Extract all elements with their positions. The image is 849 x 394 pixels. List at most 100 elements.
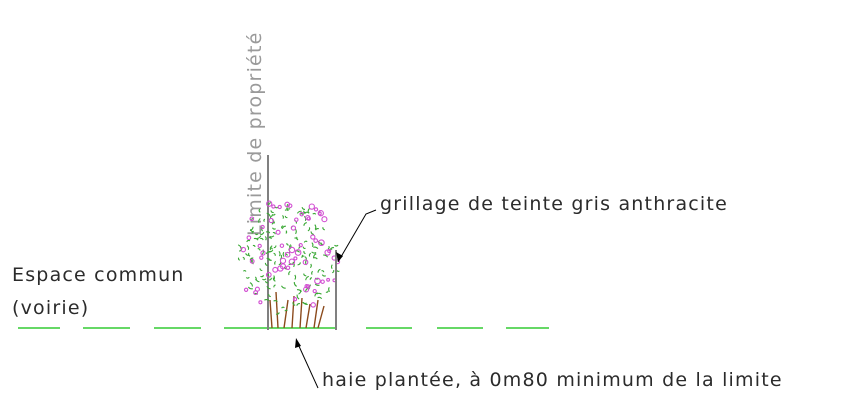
leaf — [263, 218, 266, 222]
flower — [310, 302, 316, 308]
flower — [275, 229, 281, 235]
leaf — [268, 236, 272, 240]
leaf — [268, 294, 271, 298]
leaf — [316, 292, 322, 295]
flower — [313, 238, 319, 243]
leaf — [314, 283, 320, 286]
leaf — [254, 233, 259, 236]
leaf — [317, 296, 323, 300]
flower — [290, 225, 297, 231]
leaf — [305, 275, 309, 281]
flower — [327, 248, 332, 254]
flower — [257, 243, 262, 249]
leaf — [270, 210, 274, 214]
leaf — [301, 206, 306, 210]
leaf — [253, 237, 259, 241]
leaf — [255, 278, 260, 283]
leaf — [317, 268, 321, 273]
leaf — [310, 231, 315, 236]
leaf — [252, 244, 256, 247]
leaf — [281, 225, 286, 230]
flower — [249, 258, 255, 264]
leaf — [296, 303, 300, 306]
leaf — [301, 255, 305, 258]
flower — [260, 250, 266, 256]
flower — [253, 290, 259, 296]
leaf — [273, 300, 278, 303]
property-limit-label: Limite de propriété — [244, 32, 266, 236]
flower — [240, 246, 247, 253]
flower — [284, 251, 291, 258]
leaf — [303, 222, 307, 226]
leaf — [282, 215, 284, 219]
leaf — [273, 284, 276, 288]
flower — [302, 259, 309, 266]
leaf — [259, 268, 263, 272]
flower — [246, 235, 252, 241]
leaf — [284, 209, 289, 212]
leaf — [258, 218, 261, 223]
flower — [259, 255, 264, 260]
leaf — [271, 222, 276, 225]
leaf — [249, 226, 254, 232]
flower — [306, 216, 311, 221]
leaf — [266, 285, 271, 290]
leaf — [303, 210, 307, 214]
leaf — [296, 210, 302, 214]
leaf — [245, 276, 250, 279]
leaf — [246, 245, 250, 250]
leaf — [281, 225, 284, 229]
flower — [312, 288, 317, 294]
leaf — [292, 261, 295, 268]
flower — [294, 249, 302, 256]
leaf — [242, 270, 247, 272]
leaf — [250, 228, 254, 233]
leaf — [296, 294, 300, 300]
leaf — [289, 244, 292, 250]
leaf — [272, 231, 276, 235]
leaf — [325, 290, 329, 293]
leaf — [246, 239, 251, 243]
flower — [288, 246, 296, 254]
leaf — [309, 277, 313, 281]
leaf — [260, 237, 264, 241]
leaf — [311, 270, 314, 275]
leaf — [261, 226, 264, 232]
leaf — [274, 260, 277, 265]
flower — [288, 258, 296, 266]
flower — [321, 216, 328, 223]
leaf — [257, 248, 261, 251]
hedge-leader — [297, 343, 319, 389]
leaf — [258, 208, 261, 213]
flower — [260, 224, 265, 230]
leaf — [312, 257, 318, 260]
leaf — [272, 227, 276, 230]
leaf — [273, 245, 277, 249]
leaf — [262, 278, 267, 281]
flower — [303, 286, 310, 293]
leaf — [294, 274, 297, 280]
flower — [299, 211, 304, 217]
hedge-bush — [237, 200, 341, 329]
leaf — [303, 273, 307, 277]
leaf — [267, 201, 271, 206]
leaf — [268, 277, 272, 281]
leaf — [311, 242, 314, 248]
leaf — [313, 246, 319, 249]
leaf — [285, 207, 291, 210]
flower — [249, 216, 255, 222]
leaf — [317, 240, 323, 244]
flower — [271, 204, 276, 209]
leaf — [265, 231, 271, 234]
leaf — [264, 236, 267, 241]
flower — [308, 203, 315, 210]
flower — [287, 203, 293, 209]
leaf — [284, 215, 288, 219]
flower — [279, 257, 287, 264]
leaf — [303, 240, 308, 243]
leaf — [260, 275, 265, 278]
common-space-label-line2: (voirie) — [12, 297, 89, 319]
leaf — [245, 253, 249, 256]
leaf — [278, 250, 281, 257]
